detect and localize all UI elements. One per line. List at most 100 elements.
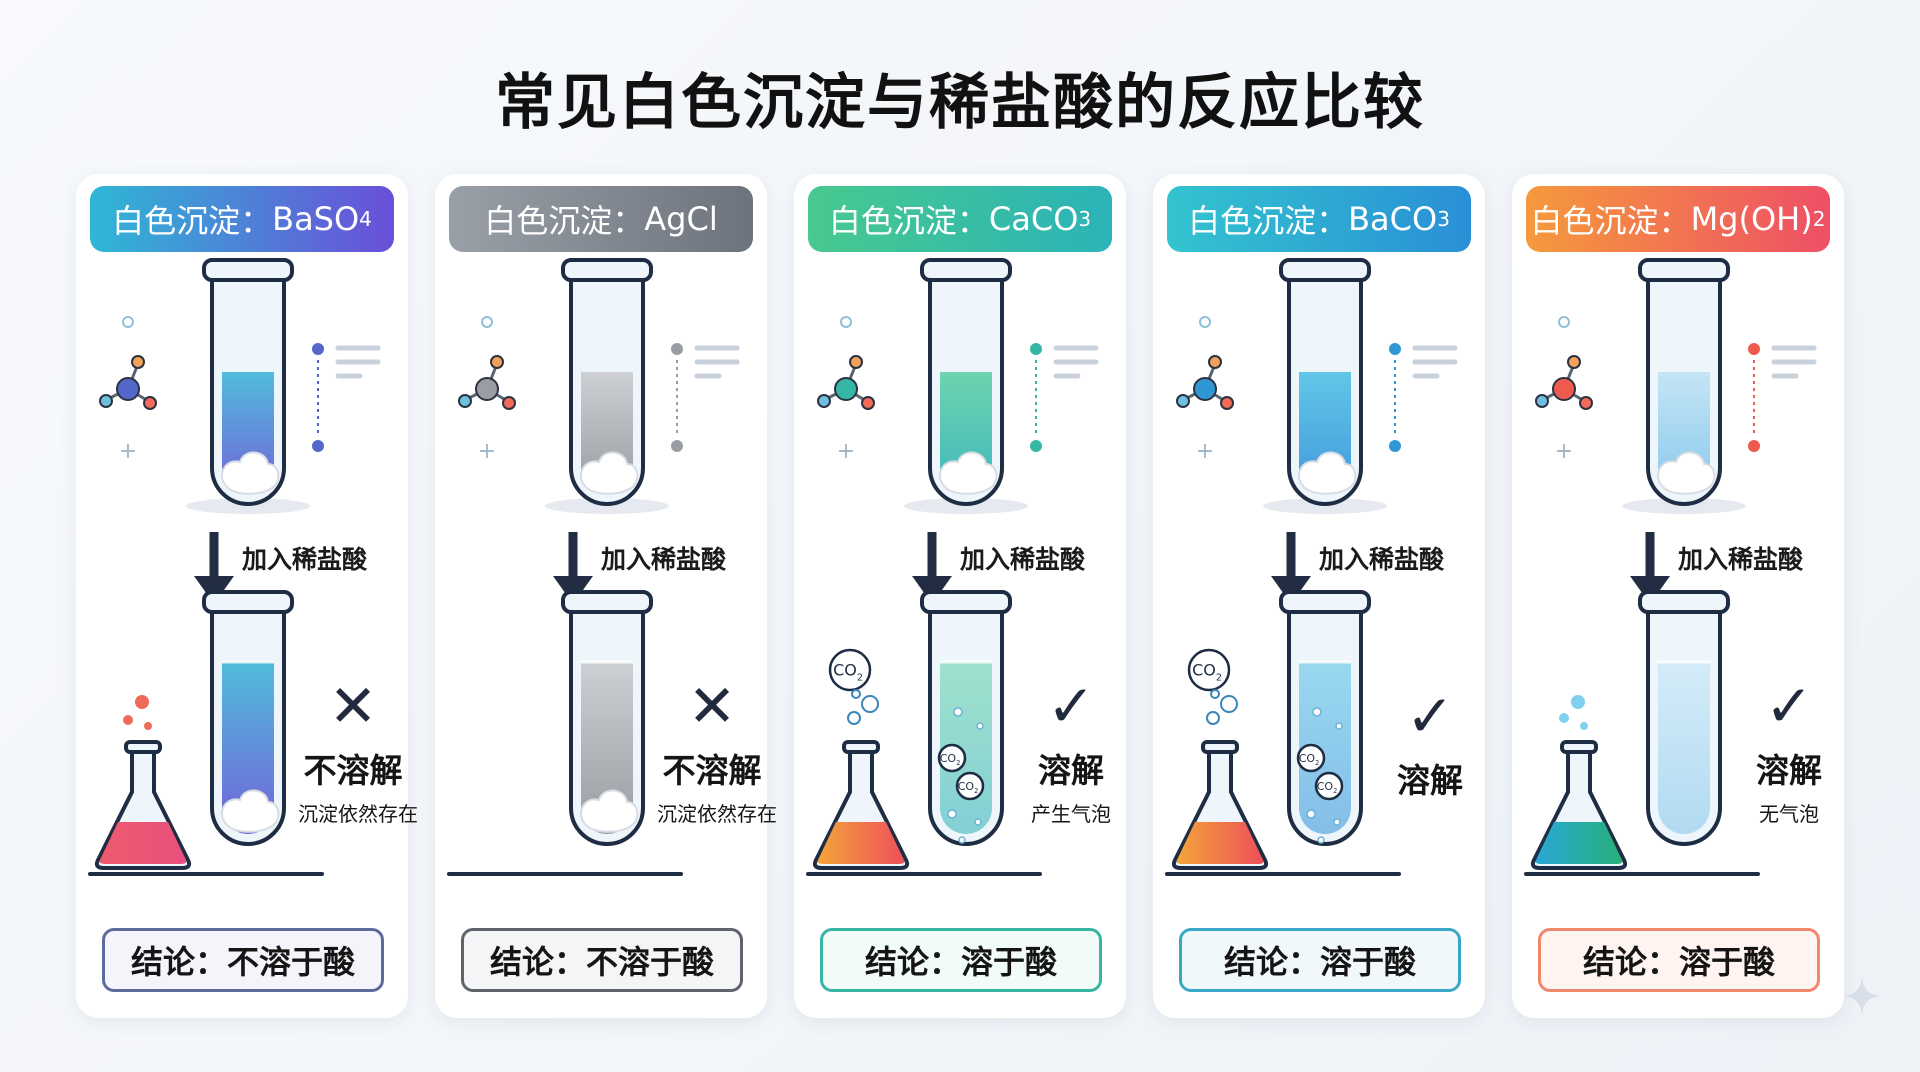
tube-liquid-after bbox=[1658, 662, 1710, 834]
dot-decoration bbox=[840, 316, 852, 328]
result-block: ✓溶解产生气泡 bbox=[1016, 674, 1126, 827]
precipitate-prefix: 白色沉淀： bbox=[484, 202, 645, 240]
plus-decoration: + bbox=[119, 439, 137, 464]
plus-decoration: + bbox=[1196, 439, 1214, 464]
precipitate-remaining bbox=[580, 789, 639, 833]
dot-decoration bbox=[122, 316, 134, 328]
precipitate-remaining bbox=[221, 789, 280, 833]
bubble bbox=[135, 695, 149, 709]
indicator-dot bbox=[312, 343, 324, 355]
tube-rim bbox=[1638, 590, 1730, 614]
reaction-illustration: + bbox=[1524, 258, 1817, 876]
add-acid-label: 加入稀盐酸 bbox=[1678, 545, 1804, 574]
bubble bbox=[958, 836, 966, 844]
bubble bbox=[953, 707, 963, 717]
precipitate bbox=[580, 451, 639, 495]
formula-main: CaCO bbox=[988, 200, 1079, 238]
check-icon: ✓ bbox=[1764, 672, 1814, 740]
co2-label: CO2 bbox=[1317, 780, 1338, 795]
tube-rim bbox=[202, 258, 294, 282]
result-block: ✕不溶解沉淀依然存在 bbox=[657, 674, 777, 827]
bubble bbox=[851, 689, 861, 699]
precipitate-prefix: 白色沉淀： bbox=[112, 202, 273, 240]
conclusion-box: 结论：溶于酸 bbox=[1538, 928, 1820, 992]
tube-shadow bbox=[1622, 498, 1746, 514]
bubble bbox=[1571, 695, 1585, 709]
precipitate bbox=[221, 451, 280, 495]
co2-bubble-icon: CO2 bbox=[955, 771, 985, 801]
tube-shadow bbox=[186, 498, 310, 514]
tube-rim bbox=[561, 590, 653, 614]
conclusion-box: 结论：溶于酸 bbox=[1179, 928, 1461, 992]
result-block: ✓ 溶解 bbox=[1375, 684, 1485, 802]
co2-label: CO2 bbox=[958, 780, 979, 795]
precipitate bbox=[939, 451, 998, 495]
precipitate-prefix: 白色沉淀： bbox=[1188, 202, 1349, 240]
result-text: 不溶解 bbox=[662, 751, 762, 790]
molecule-icon bbox=[116, 377, 140, 401]
precipitate-prefix: 白色沉淀： bbox=[828, 202, 989, 240]
bubble bbox=[1559, 713, 1569, 723]
co2-label: CO2 bbox=[833, 661, 863, 684]
card-mgoh2: 白色沉淀：Mg(OH)2+加入稀盐酸✓溶解无气泡结论：溶于酸 bbox=[1512, 174, 1844, 1018]
bubble bbox=[1333, 818, 1341, 826]
bubble bbox=[123, 715, 133, 725]
add-acid-label: 加入稀盐酸 bbox=[601, 545, 727, 574]
reaction-illustration: + bbox=[88, 258, 381, 876]
co2-label: CO2 bbox=[1192, 661, 1222, 684]
tube-rim bbox=[1638, 258, 1730, 282]
check-icon: ✓ bbox=[1405, 682, 1455, 750]
tube-rim bbox=[920, 258, 1012, 282]
co2-label: CO2 bbox=[1299, 752, 1320, 767]
result-detail: 无气泡 bbox=[1759, 802, 1819, 826]
bubble bbox=[1335, 722, 1343, 730]
co2-bubble-icon: CO2 bbox=[828, 648, 872, 692]
co2-bubble-icon: CO2 bbox=[1314, 771, 1344, 801]
bubble bbox=[1317, 836, 1325, 844]
tube-rim bbox=[1279, 590, 1371, 614]
bubble bbox=[1580, 722, 1588, 730]
add-acid-label: 加入稀盐酸 bbox=[242, 545, 368, 574]
indicator-dot bbox=[671, 343, 683, 355]
co2-label: CO2 bbox=[940, 752, 961, 767]
dot-decoration bbox=[481, 316, 493, 328]
precipitate bbox=[1657, 451, 1716, 495]
formula-main: AgCl bbox=[644, 200, 718, 238]
co2-bubble-icon: CO2 bbox=[1187, 648, 1231, 692]
tube-liquid-after bbox=[222, 662, 274, 834]
molecule-icon bbox=[834, 377, 858, 401]
flask-liquid bbox=[1535, 822, 1623, 864]
result-text: 溶解 bbox=[1756, 751, 1822, 790]
indicator-dot bbox=[1030, 343, 1042, 355]
precipitate-prefix: 白色沉淀： bbox=[1530, 202, 1691, 240]
bubble bbox=[144, 722, 152, 730]
precipitate bbox=[1298, 451, 1357, 495]
flask-liquid bbox=[99, 822, 187, 864]
result-block: ✓ 溶解无气泡 bbox=[1734, 674, 1844, 827]
co2-bubble-icon: CO2 bbox=[1296, 743, 1326, 773]
dot-decoration bbox=[1199, 316, 1211, 328]
tube-liquid-after bbox=[581, 662, 633, 834]
result-text: 溶解 bbox=[1038, 751, 1104, 790]
bubble bbox=[1306, 809, 1316, 819]
plus-decoration: + bbox=[837, 439, 855, 464]
indicator-dot bbox=[1389, 343, 1401, 355]
sparkle-icon bbox=[1844, 978, 1880, 1014]
reaction-illustration: + bbox=[447, 258, 740, 876]
check-icon: ✓ bbox=[1046, 672, 1096, 740]
result-detail: 沉淀依然存在 bbox=[298, 802, 418, 826]
indicator-dot bbox=[1748, 343, 1760, 355]
result-text: 溶解 bbox=[1397, 761, 1463, 800]
tube-shadow bbox=[1263, 498, 1387, 514]
result-detail: 沉淀依然存在 bbox=[657, 802, 777, 826]
precipitate-label: 白色沉淀：AgCl bbox=[449, 186, 753, 252]
bubble bbox=[974, 818, 982, 826]
tube-rim bbox=[1279, 258, 1371, 282]
formula-main: Mg(OH) bbox=[1690, 200, 1813, 238]
formula-main: BaSO bbox=[272, 200, 360, 238]
result-block: ✕不溶解沉淀依然存在 bbox=[298, 674, 418, 827]
